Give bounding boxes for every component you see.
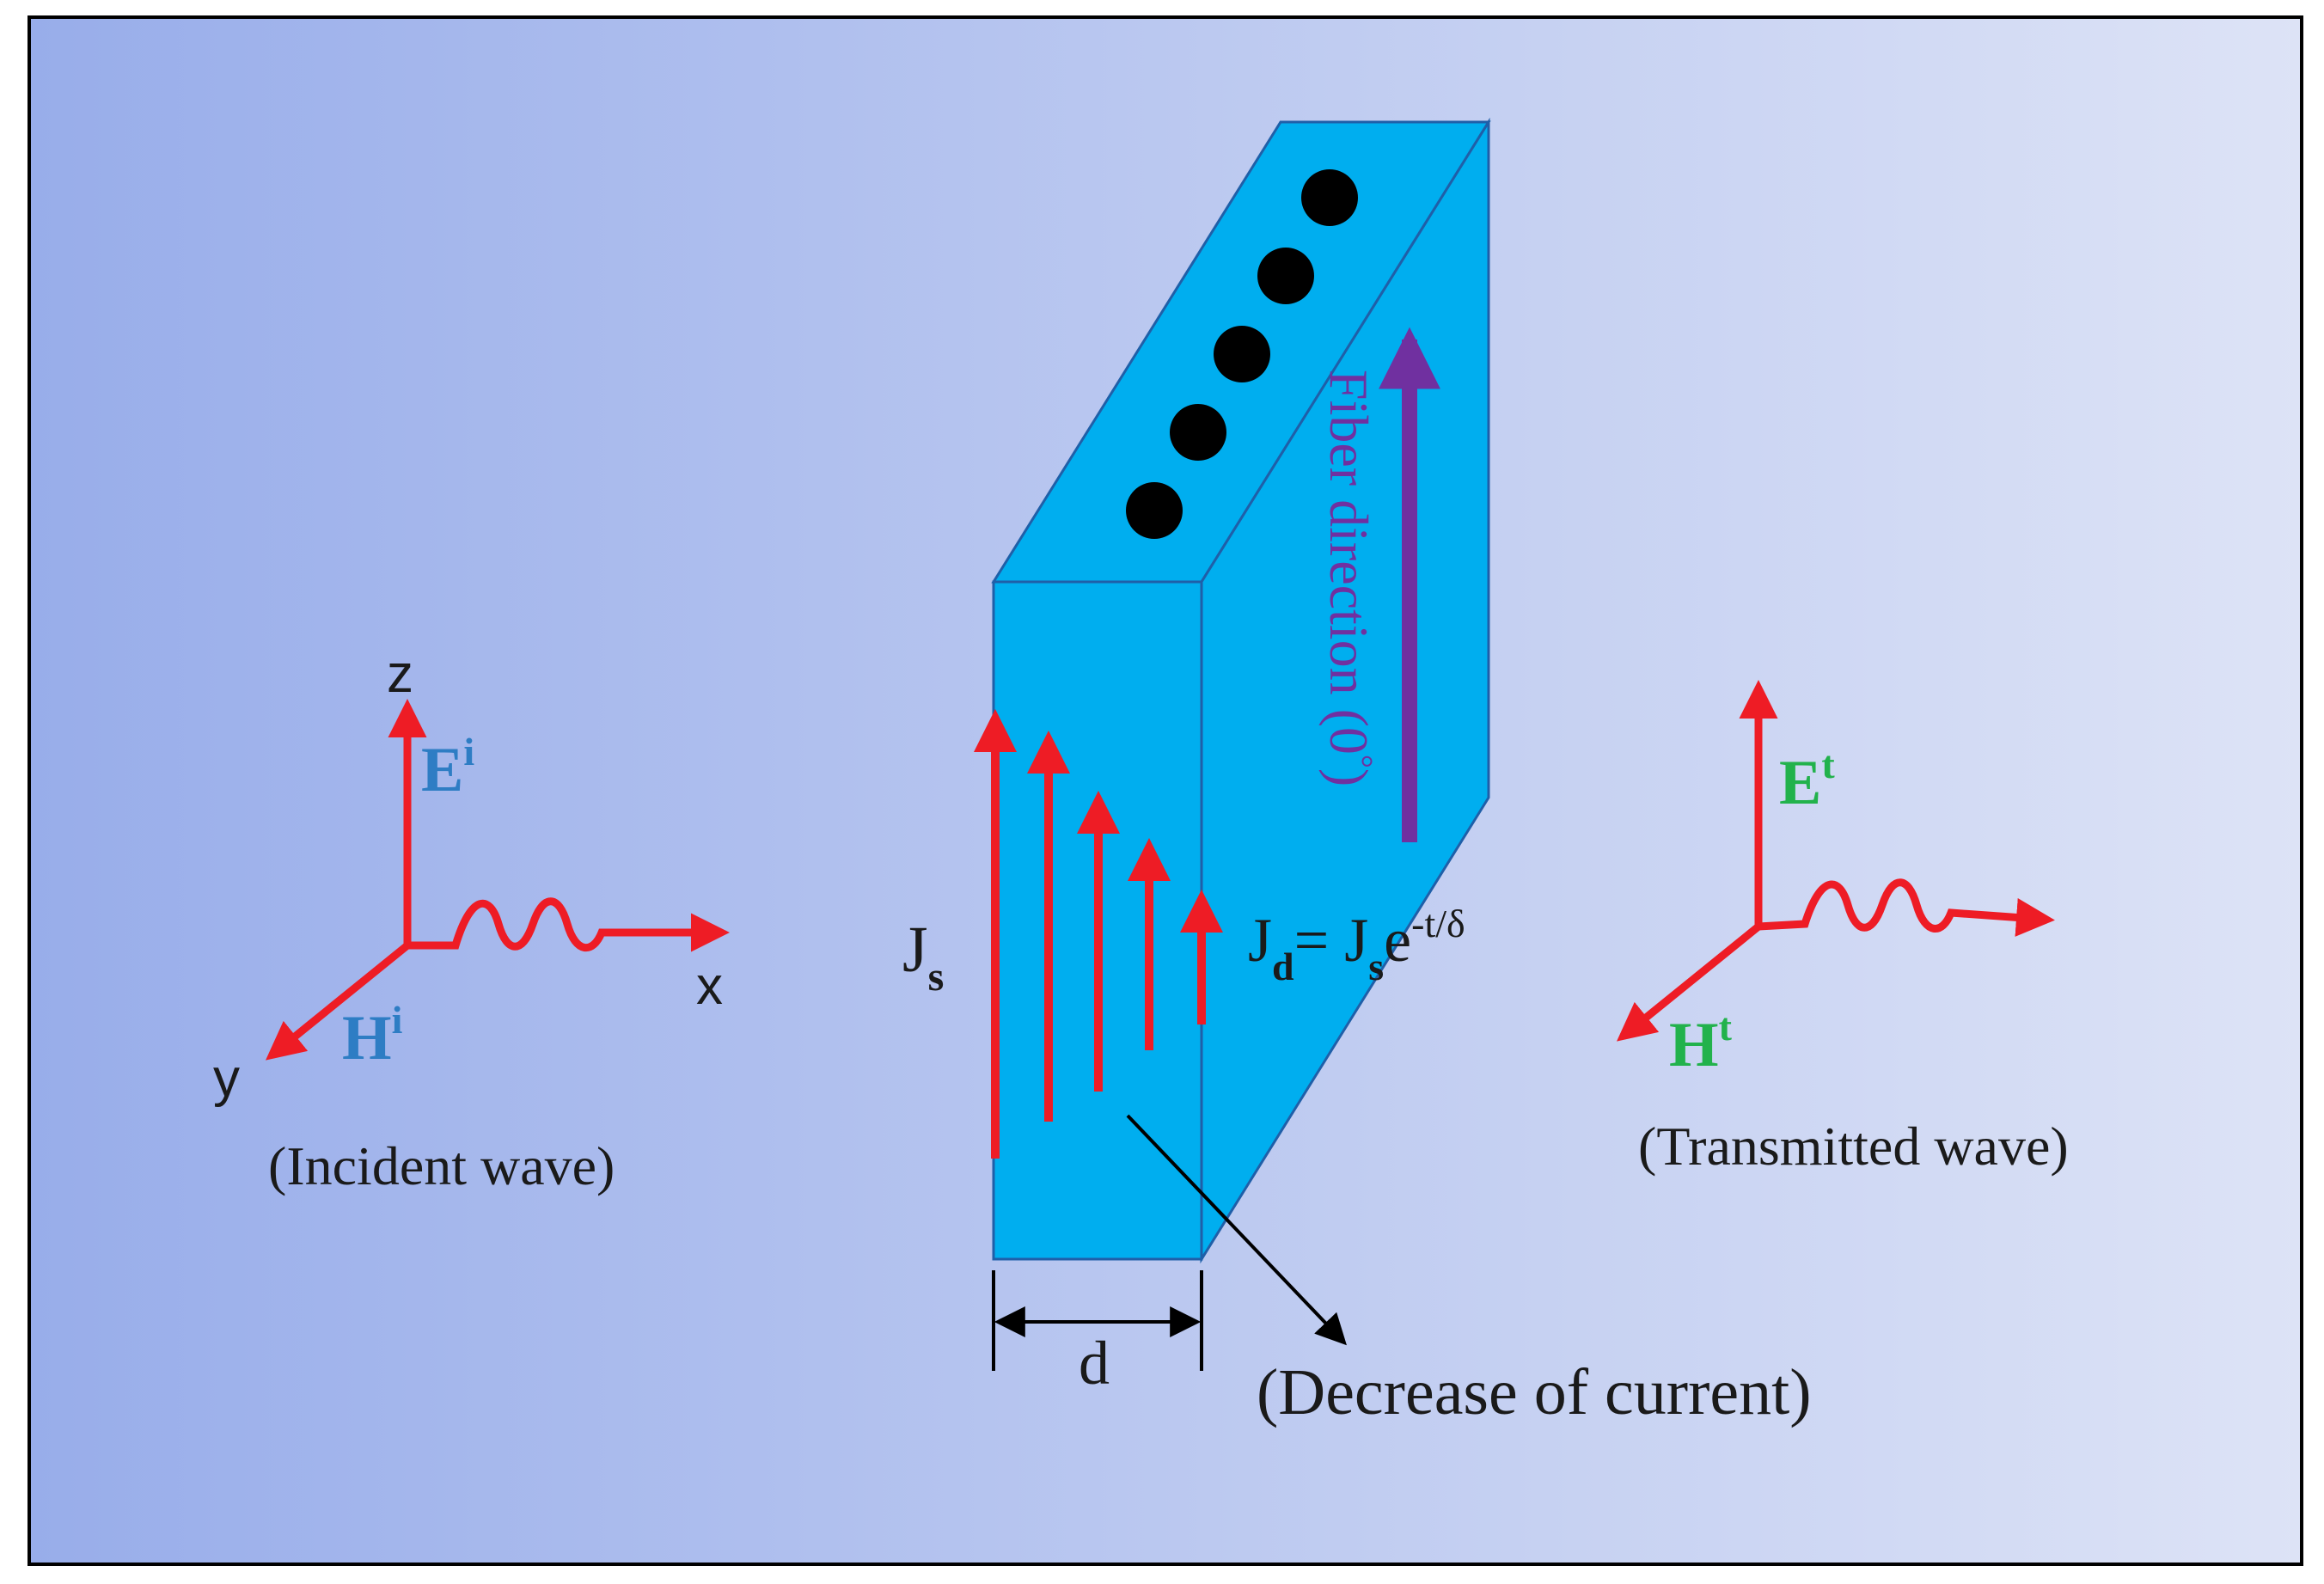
incident-wave-arrow	[407, 897, 730, 952]
transmitted-wave-caption: (Transmitted wave)	[1638, 1116, 2069, 1177]
transmitted-wave-group: Et Ht (Transmitted wave)	[1617, 680, 2069, 1177]
incident-wave-group: z x y Ei Hi (Incident wave)	[213, 645, 730, 1196]
decay-equals: =	[1294, 906, 1345, 975]
incident-h-field-base: H	[342, 1003, 392, 1073]
incident-e-field-sup: i	[463, 730, 474, 774]
incident-y-axis-arrow	[266, 942, 410, 1061]
transmitted-e-field-sup: t	[1821, 743, 1835, 786]
decrease-caption: (Decrease of current)	[1257, 1356, 1812, 1428]
fiber-direction-text: Fiber direction (0	[1318, 370, 1379, 755]
fiber-dot	[1214, 326, 1270, 382]
incident-h-field-sup: i	[392, 998, 403, 1042]
decrease-pointer-arrow	[1126, 1114, 1347, 1346]
transmitted-e-field-base: E	[1779, 748, 1821, 818]
incident-e-field-base: E	[421, 735, 463, 805]
fiber-dot	[1126, 482, 1183, 539]
decay-rhs-sub: s	[1368, 945, 1384, 988]
transmitted-h-axis-arrow	[1617, 923, 1761, 1042]
surface-current-sub: s	[928, 954, 945, 1000]
current-arrows	[974, 709, 1223, 1159]
decay-rhs-base: J	[1344, 906, 1368, 975]
decay-lhs-sub: d	[1272, 945, 1294, 988]
decay-equation: Jd= Jse-t/δ	[1248, 902, 1465, 988]
shielding-slab: Fiber direction (0°) Js Jd= Jse-t/δ d (D…	[902, 117, 1812, 1428]
incident-h-field-label: Hi	[342, 998, 403, 1073]
fiber-dots	[1126, 169, 1358, 539]
fiber-dot	[1257, 248, 1314, 304]
thickness-label: d	[1079, 1329, 1110, 1397]
fiber-dot	[1301, 169, 1358, 226]
transmitted-wave-arrow	[1758, 878, 2055, 937]
transmitted-e-field-label: Et	[1779, 743, 1835, 818]
decay-lhs-base: J	[1248, 906, 1272, 975]
incident-e-field-label: Ei	[421, 730, 474, 805]
surface-current-label: Js	[902, 914, 944, 1000]
incident-wave-caption: (Incident wave)	[268, 1135, 615, 1196]
transmitted-h-field-sup: t	[1719, 1005, 1733, 1049]
incident-x-axis-label: x	[696, 957, 723, 1016]
incident-y-axis-label: y	[213, 1049, 240, 1108]
decay-rhs-exp-base: e	[1384, 906, 1411, 975]
transmitted-h-field-label: Ht	[1669, 1005, 1733, 1080]
fiber-direction-label: Fiber direction (0°)	[1318, 370, 1380, 786]
incident-z-axis-label: z	[387, 645, 413, 704]
decay-rhs-exp-sup: -t/δ	[1411, 902, 1465, 945]
surface-current-base: J	[902, 914, 928, 986]
transmitted-h-field-base: H	[1669, 1010, 1719, 1080]
fiber-direction-close: )	[1318, 768, 1379, 786]
fiber-dot	[1170, 404, 1226, 461]
fiber-direction-degree: °	[1342, 755, 1380, 768]
